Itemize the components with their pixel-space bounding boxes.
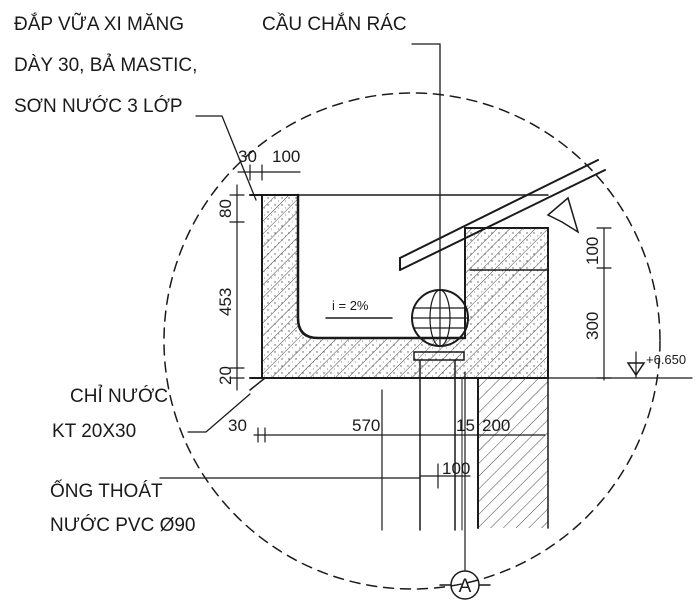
right-dimension-chain: 100 300: [583, 227, 612, 381]
section-marker: A: [439, 371, 491, 600]
plaster-note-line1: ĐẮP VỮA XI MĂNG: [14, 13, 184, 35]
bottom-dimension-chain: 30 570 15 200 100: [228, 416, 546, 489]
roof-slope: [399, 159, 606, 271]
dim-20: 20: [216, 366, 235, 385]
drip-note-line1: CHỈ NƯỚC: [70, 385, 168, 407]
strainer-note: CẦU CHẮN RÁC: [262, 13, 407, 35]
dim-80: 80: [216, 199, 235, 218]
section-marker-label: A: [459, 576, 472, 597]
dim-200: 200: [482, 416, 510, 435]
detail-circle: [163, 92, 661, 590]
dim-30-bottom: 30: [228, 416, 247, 435]
wall-column: [477, 269, 549, 529]
plaster-note-line3: SƠN NƯỚC 3 LỚP: [14, 95, 183, 117]
leader-lines: [159, 43, 441, 479]
dim-300: 300: [583, 312, 602, 340]
top-dimension-chain: 30 100: [237, 147, 301, 181]
annotations: ĐẮP VỮA XI MĂNG DÀY 30, BẢ MASTIC, SƠN N…: [14, 13, 407, 536]
plaster-note-line2: DÀY 30, BẢ MASTIC,: [14, 54, 197, 76]
gutter-section: [249, 193, 549, 391]
dim-15: 15: [456, 416, 475, 435]
drip-note-line2: KT 20X30: [52, 421, 136, 442]
pipe-note-line2: NƯỚC PVC Ø90: [50, 514, 196, 536]
dim-100-top: 100: [272, 147, 300, 166]
slope-label: i = 2%: [332, 298, 369, 313]
dim-100-right: 100: [583, 237, 602, 265]
drain-pipe: [381, 359, 463, 531]
dim-453: 453: [216, 288, 235, 316]
dim-570: 570: [352, 416, 380, 435]
pipe-note-line1: ỐNG THOÁT: [50, 480, 163, 502]
slope-indicator: i = 2%: [325, 298, 393, 319]
level-label: +6.650: [646, 352, 686, 367]
level-mark: +6.650: [547, 351, 693, 379]
dim-30-top: 30: [238, 147, 257, 166]
dim-100-pipe: 100: [442, 459, 470, 478]
left-dimension-chain: 80 453 20: [216, 184, 245, 391]
